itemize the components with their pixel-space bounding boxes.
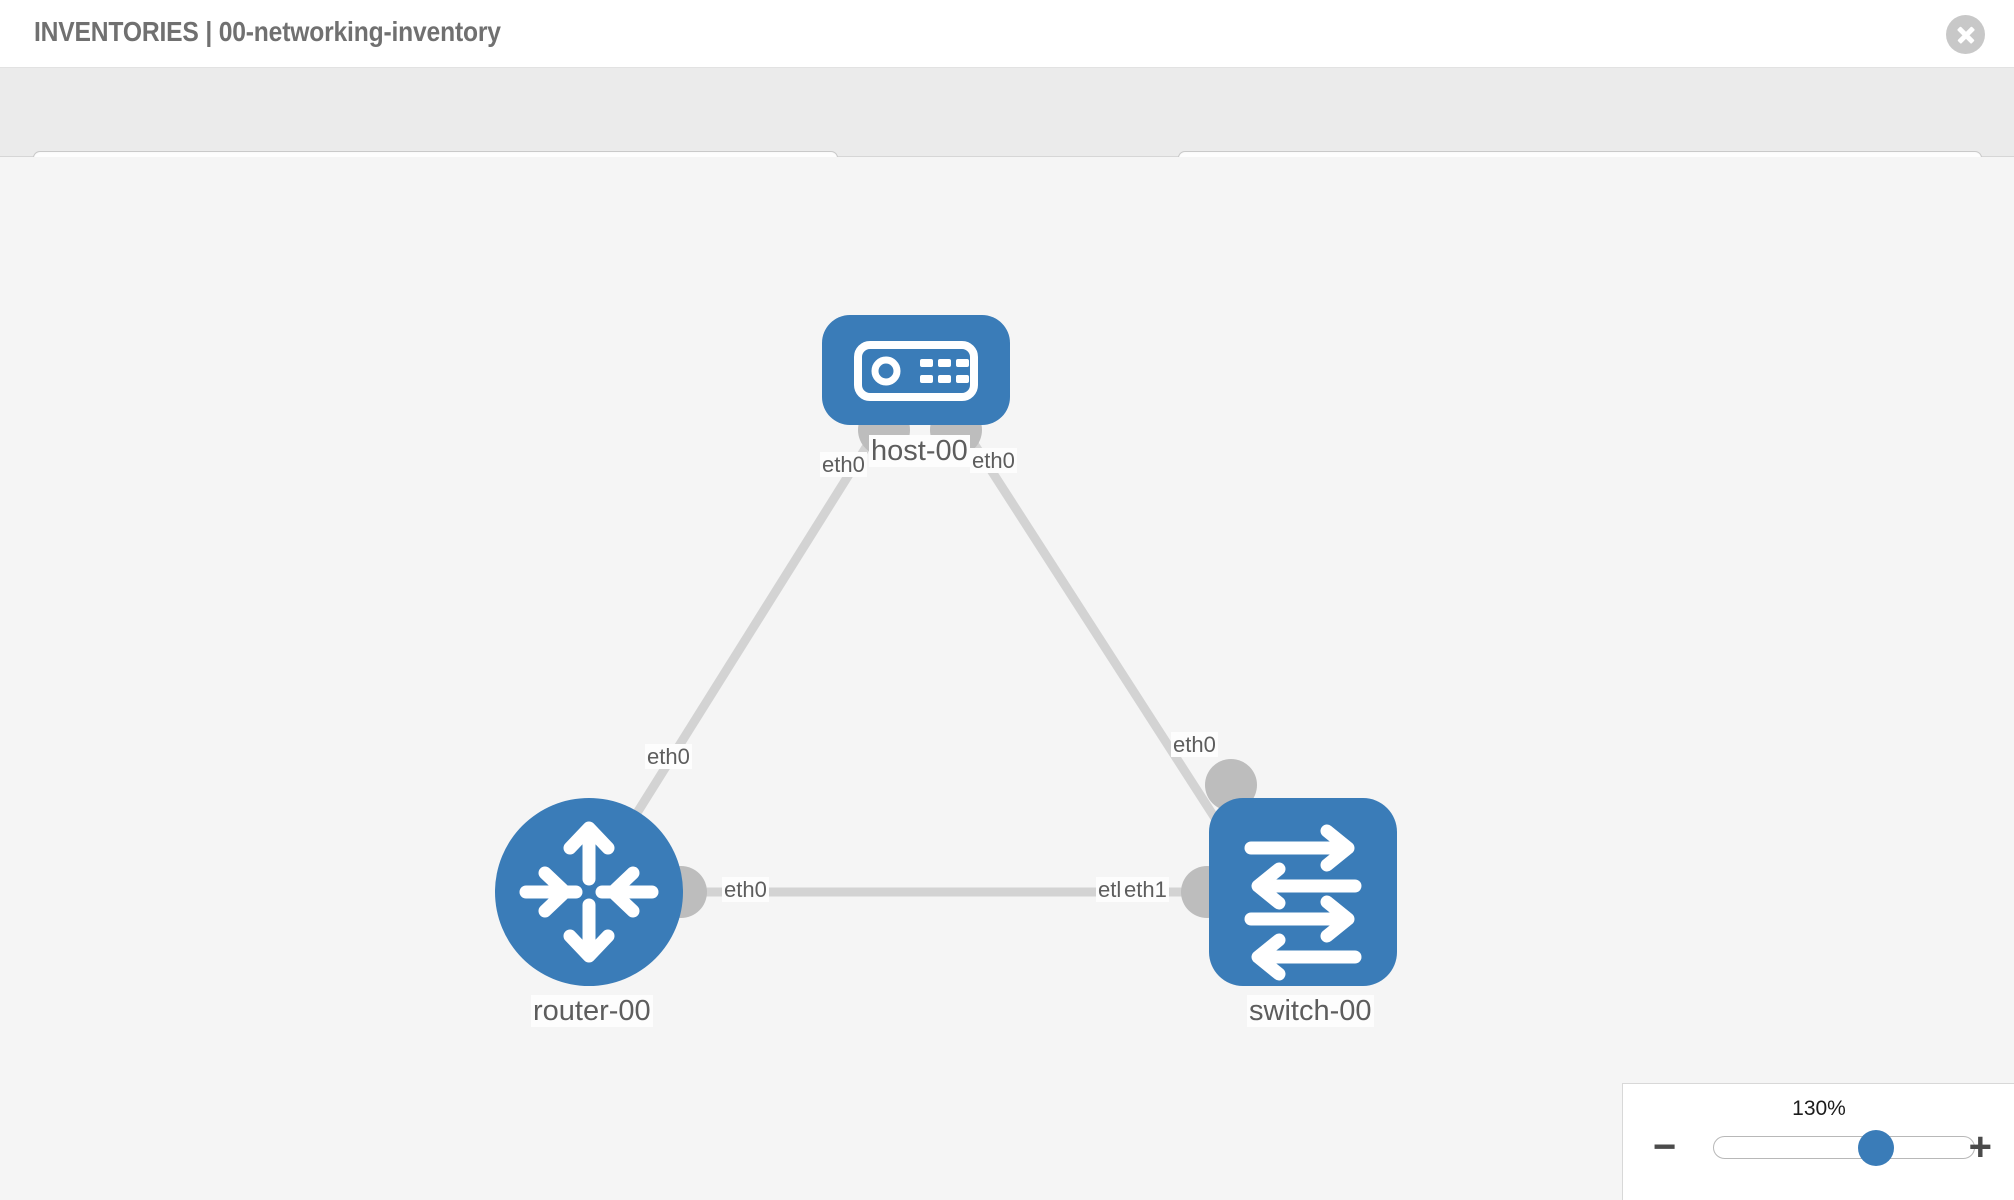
link-host-router[interactable] — [596, 422, 884, 875]
interface-label-host-right: eth0 — [970, 448, 1017, 474]
link-host-switch[interactable] — [958, 422, 1244, 860]
zoom-out-button[interactable]: − — [1653, 1125, 1677, 1169]
interface-label-switch-left: eth1 — [1122, 877, 1169, 903]
node-label-router-00: router-00 — [531, 995, 653, 1028]
zoom-level-label: 130% — [1792, 1097, 1846, 1120]
node-label-host-00: host-00 — [869, 435, 970, 468]
topology-graph — [495, 315, 1397, 986]
zoom-slider-handle[interactable] — [1858, 1130, 1895, 1166]
node-switch-00[interactable] — [1209, 798, 1397, 986]
node-router-00[interactable] — [495, 798, 683, 986]
interface-label-host-left: eth0 — [820, 452, 867, 478]
router-arrows-icon — [519, 821, 659, 963]
page-title: INVENTORIES | 00-networking-inventory — [34, 16, 501, 47]
interface-label-router-right: eth0 — [722, 877, 769, 903]
topology-links — [596, 422, 1245, 897]
zoom-slider-track[interactable] — [1713, 1130, 1975, 1166]
toolbar: ACTIONS SEARCH — [0, 67, 2014, 208]
switch-arrows-icon — [1244, 824, 1362, 981]
interface-markers — [655, 404, 1257, 918]
interface-label-host-router: eth0 — [645, 744, 692, 770]
topology-canvas[interactable]: eth0 host-00 eth0 eth0 eth0 eth0 etl eth… — [0, 157, 2014, 1200]
close-icon[interactable] — [1946, 15, 1985, 54]
node-host-00[interactable] — [822, 315, 1010, 425]
window-header: INVENTORIES | 00-networking-inventory — [0, 0, 2014, 67]
interface-label-host-switch: eth0 — [1171, 732, 1218, 758]
interface-label-switch-left-overlap: etl — [1096, 877, 1124, 903]
server-icon — [854, 341, 978, 401]
node-label-switch-00: switch-00 — [1247, 995, 1374, 1028]
zoom-control-panel: 130% − + — [1622, 1083, 2014, 1200]
zoom-in-button[interactable]: + — [1968, 1125, 1992, 1169]
